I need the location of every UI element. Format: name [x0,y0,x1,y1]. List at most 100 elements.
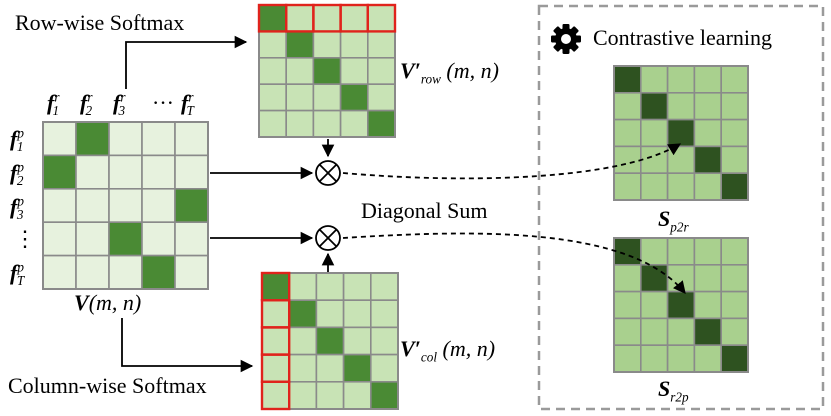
matrix-cell [261,353,291,383]
matrix-cell-dark [141,254,176,290]
matrix-cell [666,317,696,346]
matrix-cell-dark [366,109,396,138]
matrix-cell [639,65,669,94]
matrix-cell [693,118,723,148]
matrix-cell [141,154,176,190]
matrix-cell-dark [666,118,696,148]
matrix-cell-dark [639,263,669,293]
feature-r-1: fr1 [47,89,60,119]
matrix-cell [693,290,723,320]
matrix-cell [342,299,372,329]
matrix-cell-dark [174,188,209,224]
feature-p-2: fp2 [10,159,24,189]
matrix-cell [108,154,143,190]
matrix-cell [312,83,342,112]
matrix-cell [613,344,642,373]
matrix-cell [613,92,642,121]
matrix-cell [720,118,749,148]
matrix-cell [285,4,315,33]
matrix-cell [42,121,77,157]
matrix-cell [261,299,291,329]
matrix-cell [639,172,669,201]
matrix-cell [339,56,369,85]
matrix-cell [613,290,642,320]
diagonal-sum-label: Diagonal Sum [361,198,488,223]
matrix-cell [613,118,642,148]
feature-r-3: fr3 [113,89,126,119]
feature-r-ellipsis: ··· [152,90,174,115]
matrix-cell [366,30,396,59]
matrix-cell [720,92,749,121]
matrix-cell [693,263,723,293]
matrix-V-label: V(m, n) [74,290,142,315]
matrix-cell-dark [720,172,749,201]
matrix-V-col-grid [260,271,399,411]
matrix-cell [75,154,110,190]
row-softmax-label: Row-wise Softmax [15,10,185,35]
matrix-cell [174,221,209,257]
matrix-cell [258,109,288,138]
feature-r-T: frT [181,89,194,119]
matrix-cell [613,172,642,201]
matrix-cell-dark [339,83,369,112]
matrix-cell [108,121,143,157]
matrix-cell [315,353,345,383]
matrix-cell [639,344,669,373]
matrix-cell [312,30,342,59]
matrix-cell [342,272,372,302]
matrix-cell-dark [261,272,291,302]
matrix-cell [720,237,749,266]
matrix-S-r2p-label: Sr2p [658,376,689,405]
otimes-icon [315,160,341,186]
matrix-cell-dark [693,317,723,346]
matrix-cell [312,109,342,138]
matrix-cell [720,145,749,174]
contrastive-learning-label: Contrastive learning [593,25,773,50]
matrix-cell-dark [288,299,318,329]
matrix-cell [339,30,369,59]
matrix-cell [693,344,723,373]
matrix-cell [288,353,318,383]
matrix-cell [258,56,288,85]
matrix-cell [42,221,77,257]
matrix-cell-dark [613,237,642,266]
matrix-cell [613,263,642,293]
matrix-V-row-grid [257,3,397,138]
matrix-border [613,65,749,201]
matrix-cell-dark [720,344,749,373]
arrow-row-softmax [125,35,248,89]
matrix-cell-dark [312,56,342,85]
feature-p-ellipsis: ⋮ [14,226,36,251]
feature-p-1: fp1 [10,125,24,155]
matrix-cell [312,4,342,33]
matrix-cell [720,65,749,94]
matrix-S-p2r-label: Sp2r [658,206,689,235]
matrix-border [42,121,209,290]
matrix-cell [369,272,399,302]
matrix-cell [285,56,315,85]
dashed-arrow-to-s-p2r [342,143,682,180]
matrix-cell [666,92,696,121]
matrix-cell [342,380,372,410]
matrix-cell [315,272,345,302]
matrix-cell [342,326,372,356]
matrix-cell [288,326,318,356]
matrix-cell [639,118,669,148]
matrix-cell [720,317,749,346]
matrix-V-col-label: V′col (m, n) [400,336,496,365]
matrix-cell [108,188,143,224]
matrix-cell-dark [42,154,77,190]
arrow-col-softmax [121,318,254,373]
matrix-cell [42,188,77,224]
feature-r-2: fr2 [80,89,93,119]
matrix-S-r2p-grid [613,237,749,373]
matrix-cell [261,326,291,356]
matrix-cell [613,317,642,346]
matrix-cell [366,56,396,85]
matrix-cell [339,4,369,33]
feature-p-3: fp3 [10,193,24,223]
matrix-cell-dark [342,353,372,383]
matrix-cell [288,272,318,302]
matrix-cell-dark [693,145,723,174]
highlight-cell [260,380,291,411]
